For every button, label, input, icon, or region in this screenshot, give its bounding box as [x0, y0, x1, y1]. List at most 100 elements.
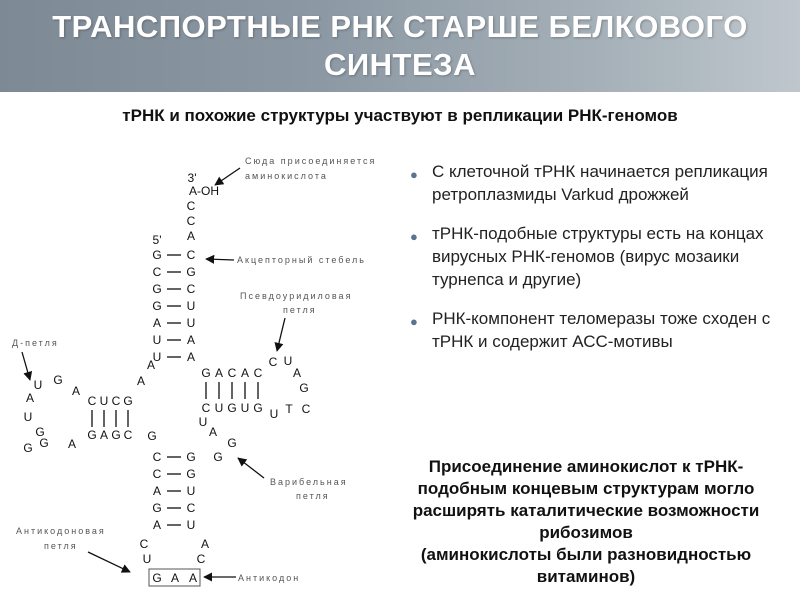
nucleotide-t-stem-top: A	[241, 366, 249, 380]
label-anticodon: Антикодон	[238, 573, 300, 583]
nucleotide-anticodon-stem-right: U	[187, 518, 196, 532]
arrow-aa-site	[214, 167, 241, 186]
bullet-item: ● тРНК-подобные структуры есть на концах …	[408, 222, 798, 291]
nucleotide-t-stem-top: A	[215, 366, 223, 380]
bullet-list: ● С клеточной тРНК начинается репликация …	[408, 160, 798, 369]
nucleotide-variable-region: G	[213, 450, 222, 464]
nucleotide-anticodon-loop: C	[140, 537, 149, 551]
label-acceptor-stem: Акцепторный стебель	[237, 255, 366, 265]
nucleotide-anticodon-stem-left: C	[153, 467, 162, 481]
nucleotide-anticodon: G	[152, 571, 161, 585]
arrow-acceptor-stem	[205, 254, 235, 264]
nucleotide-d-stem-bottom: C	[124, 428, 133, 442]
nucleotide-variable-region: G	[227, 436, 236, 450]
nucleotide-variable-region: G	[147, 429, 156, 443]
nucleotide-anticodon: A	[171, 571, 179, 585]
arrow-d-loop	[21, 351, 33, 381]
nucleotide-acceptor-right: C	[187, 248, 196, 262]
conclusion-line: расширять каталитические возможности	[412, 501, 760, 520]
nucleotide-t-loop: U	[284, 354, 293, 368]
nucleotide-d-loop: A	[26, 391, 34, 405]
nucleotide-variable-region: A	[209, 425, 217, 439]
a-oh-end-label: A-OH	[189, 184, 219, 198]
nucleotide-acceptor-left: A	[153, 316, 161, 330]
nucleotide-d-stem-top: G	[123, 394, 132, 408]
nucleotide-d-loop: G	[53, 373, 62, 387]
nucleotide-d-loop: G	[23, 441, 32, 455]
nucleotide-acceptor-left: U	[153, 333, 162, 347]
nucleotide-t-stem-top: C	[228, 366, 237, 380]
nucleotide-d-stem-top: U	[100, 394, 109, 408]
nucleotide-acceptor-right: C	[187, 282, 196, 296]
five-prime-end-label: 5'	[153, 233, 162, 247]
nucleotide-anticodon-stem-left: A	[153, 518, 161, 532]
nucleotide-anticodon-stem-left: C	[153, 450, 162, 464]
bullet-text: РНК-компонент теломеразы тоже сходен с т…	[432, 309, 771, 351]
conclusion-line: рибозимов	[539, 523, 633, 542]
nucleotide-t-stem-bottom: C	[202, 401, 211, 415]
nucleotide-t-loop: G	[299, 381, 308, 395]
label-variable-loop-line1: Варибельная	[270, 477, 348, 487]
nucleotide-t-loop: U	[270, 407, 279, 421]
nucleotide-t-stem-bottom: G	[253, 401, 262, 415]
slide-title-line1: ТРАНСПОРТНЫЕ РНК СТАРШЕ БЕЛКОВОГО	[52, 9, 748, 44]
nucleotide-acceptor-left: G	[152, 248, 161, 262]
conclusion-line: Присоединение аминокислот к тРНК-	[428, 457, 744, 476]
nucleotide-t-stem-bottom: G	[227, 401, 236, 415]
nucleotide-t-loop: T	[285, 402, 293, 416]
nucleotide-anticodon-loop: U	[143, 552, 152, 566]
nucleotide-junction: A	[147, 358, 155, 372]
bullet-text: С клеточной тРНК начинается репликация р…	[432, 162, 768, 204]
label-pseudouridine-line1: Псевдоуридиловая	[240, 291, 352, 301]
nucleotide-anticodon-loop: A	[201, 537, 209, 551]
nucleotide-tail: A	[187, 229, 195, 243]
nucleotide-anticodon-stem-right: G	[186, 450, 195, 464]
nucleotide-d-stem-top: C	[112, 394, 121, 408]
label-aa-site-line2: аминокислота	[245, 171, 328, 181]
nucleotide-acceptor-right: A	[187, 333, 195, 347]
nucleotide-d-loop: U	[24, 410, 33, 424]
label-pseudouridine-line2: петля	[283, 305, 317, 315]
label-variable-loop-line2: петля	[296, 491, 330, 501]
bullet-item: ● С клеточной тРНК начинается репликация …	[408, 160, 798, 206]
nucleotide-d-loop: G	[39, 436, 48, 450]
nucleotide-variable-region: U	[199, 415, 208, 429]
nucleotide-anticodon: A	[189, 571, 197, 585]
bullet-marker-icon: ●	[410, 167, 418, 182]
three-prime-end-label: 3'	[188, 171, 197, 185]
title-band	[0, 0, 800, 92]
nucleotide-tail: C	[187, 214, 196, 228]
bullet-text: тРНК-подобные структуры есть на концах в…	[432, 224, 764, 289]
label-anticodon-loop-line2: петля	[44, 541, 78, 551]
nucleotide-t-stem-top: C	[254, 366, 263, 380]
nucleotide-anticodon-stem-left: G	[152, 501, 161, 515]
label-anticodon-loop-line1: Антикодоновая	[16, 526, 106, 536]
nucleotide-d-loop: G	[35, 425, 44, 439]
nucleotide-acceptor-left: G	[152, 299, 161, 313]
nucleotide-d-loop: U	[34, 378, 43, 392]
conclusion-line: (аминокислоты были разновидностью	[420, 545, 752, 564]
nucleotide-junction: A	[137, 374, 145, 388]
arrow-variable-loop	[237, 457, 265, 479]
bullet-item: ● РНК-компонент теломеразы тоже сходен с …	[408, 307, 798, 353]
nucleotide-d-stem-bottom: A	[100, 428, 108, 442]
nucleotide-d-stem-bottom: G	[111, 428, 120, 442]
nucleotide-anticodon-stem-right: U	[187, 484, 196, 498]
nucleotide-acceptor-left: U	[153, 350, 162, 364]
nucleotide-acceptor-right: U	[187, 316, 196, 330]
label-aa-site-line1: Сюда присоединяется	[245, 156, 376, 166]
nucleotide-d-stem-top: C	[88, 394, 97, 408]
bullet-marker-icon: ●	[410, 229, 418, 244]
nucleotide-tail: C	[187, 199, 196, 213]
nucleotide-acceptor-right: A	[187, 350, 195, 364]
nucleotide-t-stem-bottom: U	[215, 401, 224, 415]
nucleotide-t-loop: C	[269, 355, 278, 369]
anticodon-box	[148, 568, 201, 587]
nucleotide-acceptor-left: G	[152, 282, 161, 296]
arrow-anticodon-loop	[87, 551, 131, 573]
nucleotide-anticodon-stem-right: G	[186, 467, 195, 481]
nucleotide-acceptor-right: G	[186, 265, 195, 279]
bullet-marker-icon: ●	[410, 314, 418, 329]
nucleotide-acceptor-right: U	[187, 299, 196, 313]
